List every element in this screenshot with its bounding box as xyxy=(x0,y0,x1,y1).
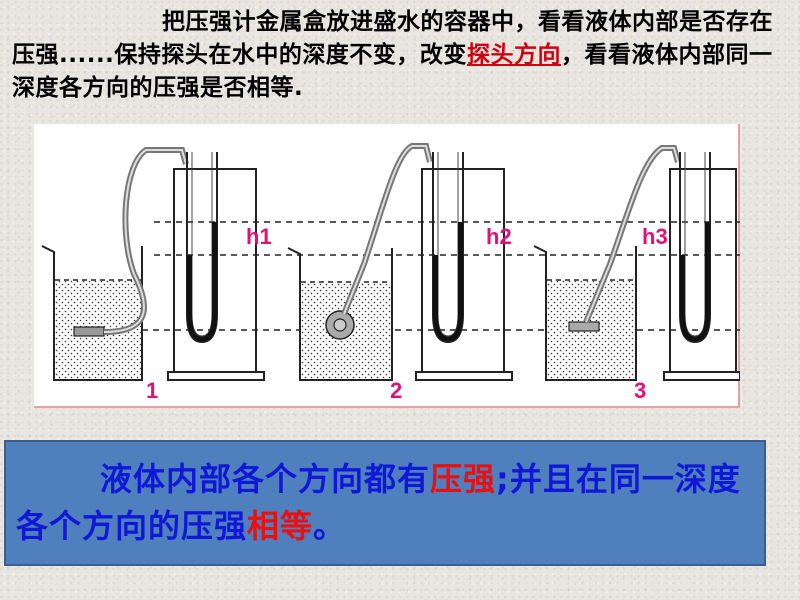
conclusion-red2: 相等 xyxy=(247,507,314,545)
label-h3: h3 xyxy=(642,224,668,249)
label-h2: h2 xyxy=(486,224,512,249)
conclusion-red1: 压强 xyxy=(430,460,497,498)
instruction-text: 把压强计金属盒放进盛水的容器中，看看液体内部是否存在压强......保持探头在水… xyxy=(12,6,792,105)
experiment-figure: h1 1 h2 2 xyxy=(34,124,740,408)
beaker-1 xyxy=(41,245,143,381)
probe-3 xyxy=(568,321,600,332)
manometer-liquid-1 xyxy=(187,222,217,342)
conclusion-part3: 。 xyxy=(313,507,347,545)
conclusion-part2: ;并且在同一深度各个方向的压强 xyxy=(16,460,741,545)
setup-1: h1 1 xyxy=(41,147,272,403)
manometer-liquid-2 xyxy=(433,222,463,342)
label-1: 1 xyxy=(146,378,158,403)
instruction-part1: 把压强计金属盒放进盛水的容器中，看看液体内部是否存在压强......保持探头在水… xyxy=(12,9,773,68)
setup-2: h2 2 xyxy=(287,143,513,403)
pressure-gauge-diagram: h1 1 h2 2 xyxy=(41,143,740,403)
label-2: 2 xyxy=(390,378,402,403)
conclusion-box: 液体内部各个方向都有压强;并且在同一深度各个方向的压强相等。 xyxy=(4,440,766,566)
beaker-3 xyxy=(533,245,637,381)
manometer-liquid-3 xyxy=(680,222,710,342)
label-h1: h1 xyxy=(246,224,272,249)
instruction-part2: ，看看液体内部同一深度各方向的压强是否相等. xyxy=(12,42,773,101)
probe-1 xyxy=(73,326,105,337)
label-3: 3 xyxy=(634,378,646,403)
instruction-highlight: 探头方向 xyxy=(466,42,561,68)
conclusion-part1: 液体内部各个方向都有 xyxy=(100,460,431,498)
beaker-2 xyxy=(287,247,393,381)
setup-3: h3 3 xyxy=(533,145,740,403)
